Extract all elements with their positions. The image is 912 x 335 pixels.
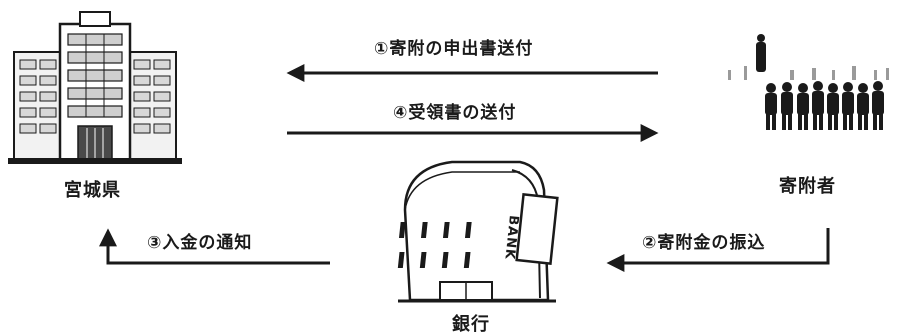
arrow-bank-to-prefecture (99, 228, 330, 265)
flow-label-2: ②寄附金の振込 (642, 233, 766, 253)
donor-label: 寄附者 (779, 176, 836, 197)
bank-building-icon (397, 160, 559, 303)
prefecture-label: 宮城県 (64, 180, 121, 201)
flow-label-4: ④受領書の送付 (393, 103, 517, 123)
people-silhouettes-icon (728, 34, 889, 130)
government-building-icon (8, 11, 182, 164)
arrow-donor-to-bank (606, 228, 830, 272)
flow-label-3: ③入金の通知 (147, 233, 253, 253)
bank-label: 銀行 (452, 314, 490, 335)
flow-label-1: ①寄附の申出書送付 (374, 39, 534, 59)
